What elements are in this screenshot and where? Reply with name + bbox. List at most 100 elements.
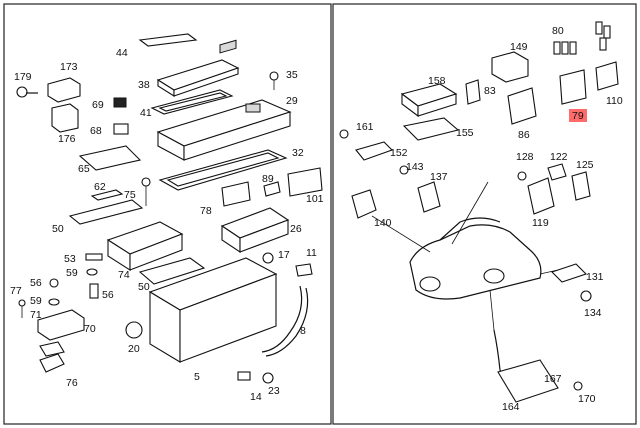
main-box-5 [148, 257, 278, 363]
label-65: 65 [78, 163, 90, 175]
nut-56-left [49, 278, 59, 288]
bolt-161 [339, 129, 349, 139]
bolt-179 [16, 86, 38, 98]
label-86: 86 [518, 129, 530, 141]
fuse-strip-62 [90, 189, 124, 201]
label-122: 122 [550, 151, 568, 163]
bracket-119 [527, 177, 555, 215]
relay-83 [465, 79, 481, 105]
label-152: 152 [390, 147, 408, 159]
harness-sleeve-164 [497, 359, 559, 403]
label-50-lower: 50 [138, 281, 150, 293]
label-140: 140 [374, 217, 392, 229]
label-170: 170 [578, 393, 596, 405]
bracket-137 [417, 181, 441, 213]
relay-set-80 [553, 41, 577, 55]
label-89: 89 [262, 173, 274, 185]
label-32: 32 [292, 147, 304, 159]
label-14: 14 [250, 391, 262, 403]
screw-170 [573, 381, 583, 391]
label-41: 41 [140, 107, 152, 119]
label-50-upper: 50 [52, 223, 64, 235]
bracket-70 [37, 309, 85, 341]
label-176: 176 [58, 133, 76, 145]
label-23: 23 [268, 385, 280, 397]
label-173: 173 [60, 61, 78, 73]
label-125: 125 [576, 159, 594, 171]
label-59: 59 [66, 267, 78, 279]
bolt-128 [517, 171, 527, 181]
block-125 [571, 171, 591, 201]
label-68: 68 [90, 125, 102, 137]
label-56-left: 56 [30, 277, 42, 289]
fuse-holder-50-lower [138, 257, 206, 285]
label-110: 110 [606, 95, 623, 107]
connector-89 [263, 181, 281, 197]
label-83: 83 [484, 85, 496, 97]
leader-car-harness [489, 289, 495, 331]
module-158 [400, 83, 458, 118]
left-panel-frame [3, 3, 332, 425]
relay-79 [559, 69, 587, 105]
fuse-block-74 [106, 221, 184, 272]
gasket-32-inner [166, 152, 280, 187]
connector-68 [113, 123, 129, 135]
relay-carrier-29 [156, 39, 292, 161]
clip-122 [547, 163, 567, 181]
label-59-lower: 59 [30, 295, 42, 307]
label-29: 29 [286, 95, 298, 107]
cover-strip-44 [138, 33, 198, 47]
grommet-17 [262, 252, 274, 264]
plate-65 [78, 145, 142, 171]
label-161: 161 [356, 121, 374, 133]
left-labels: 44 179 173 38 35 69 41 29 68 176 32 65 6… [10, 47, 324, 403]
label-179: 179 [14, 71, 32, 83]
terminal-block-26 [220, 207, 290, 254]
label-75: 75 [124, 189, 136, 201]
label-80: 80 [552, 25, 564, 37]
fuse-holder-50-upper [68, 199, 144, 225]
label-137: 137 [430, 171, 448, 183]
fuse-box-lid-38 [156, 59, 240, 97]
cable-8 [261, 285, 303, 353]
housing-176 [51, 103, 79, 133]
bracket-149 [491, 51, 529, 83]
bracket-152 [355, 141, 394, 161]
relay-86 [507, 87, 537, 125]
label-62: 62 [94, 181, 106, 193]
label-71: 71 [30, 309, 42, 321]
screw-77 [18, 299, 26, 318]
label-38: 38 [138, 79, 150, 91]
car-outline [409, 217, 542, 300]
label-74: 74 [118, 269, 130, 281]
bolt-143 [399, 165, 409, 175]
grommet-20 [125, 321, 143, 339]
label-131: 131 [586, 271, 604, 283]
label-128: 128 [516, 151, 534, 163]
label-8: 8 [300, 325, 306, 337]
cable-8-b [265, 287, 309, 357]
leader-137-car [451, 181, 489, 245]
label-79: 79 [572, 110, 584, 122]
highlight-79 [569, 109, 587, 122]
label-119: 119 [532, 217, 549, 229]
right-panel-frame [332, 3, 637, 425]
label-76: 76 [66, 377, 78, 389]
label-70: 70 [84, 323, 96, 335]
right-labels: 80 149 158 83 110 86 79 161 155 152 128 … [356, 25, 623, 413]
bracket-140 [351, 189, 377, 219]
label-5: 5 [194, 371, 200, 383]
block-69 [113, 97, 127, 108]
bracket-173 [47, 77, 81, 103]
label-155: 155 [456, 127, 474, 139]
label-134: 134 [584, 307, 602, 319]
label-56-right: 56 [102, 289, 114, 301]
connector-11 [295, 263, 313, 277]
bolt-134 [580, 290, 592, 302]
label-20: 20 [128, 343, 140, 355]
label-77: 77 [10, 285, 22, 297]
label-26: 26 [290, 223, 302, 235]
bolt-56-right [89, 283, 99, 299]
label-101: 101 [306, 193, 324, 205]
